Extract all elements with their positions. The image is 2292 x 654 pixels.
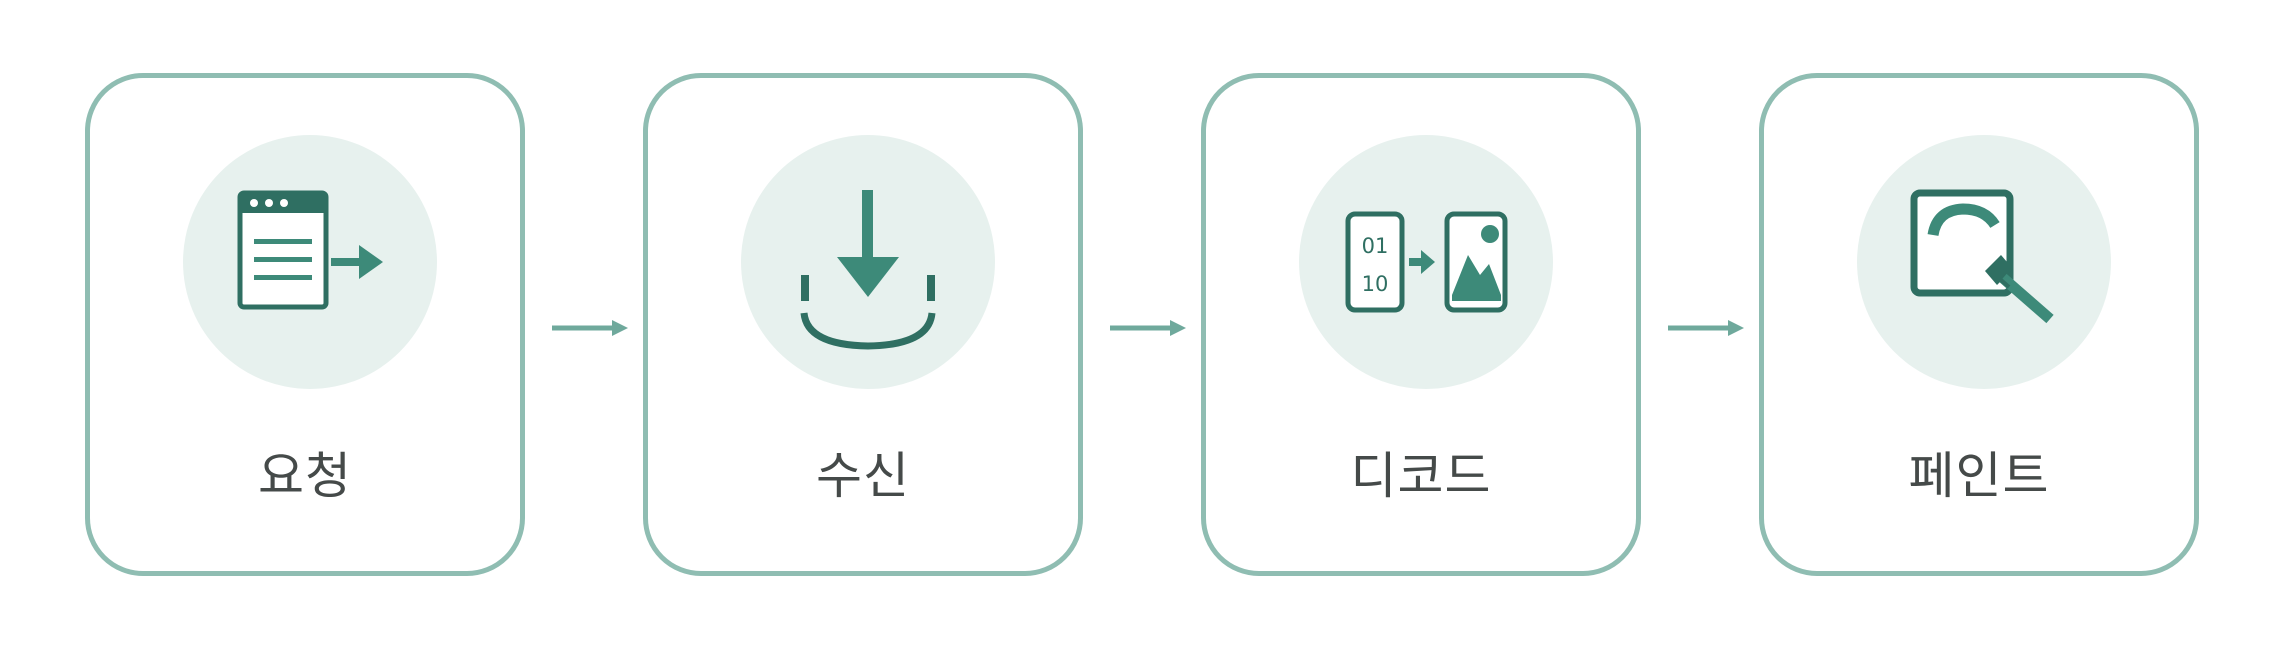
paint-brush-icon (1910, 189, 2054, 324)
step-label-paint: 페인트 (1908, 447, 2050, 505)
step-label-request: 요청 (258, 447, 352, 505)
step-card-decode: 01 10 디코드 (1201, 73, 1641, 576)
binary-to-image-icon: 01 10 (1345, 211, 1508, 313)
flow-arrow-icon (552, 320, 628, 336)
step-card-paint: 페인트 (1759, 73, 2199, 576)
binary-top-text: 01 (1362, 234, 1389, 258)
browser-request-icon (237, 190, 383, 310)
step-card-receive: 수신 (643, 73, 1083, 576)
flow-arrow-icon (1110, 320, 1186, 336)
step-label-receive: 수신 (816, 447, 910, 505)
icon-circle (741, 135, 995, 389)
icon-circle: 01 10 (1299, 135, 1553, 389)
step-card-request: 요청 (85, 73, 525, 576)
icon-circle (1857, 135, 2111, 389)
binary-bottom-text: 10 (1362, 272, 1389, 296)
step-label-decode: 디코드 (1350, 447, 1492, 505)
download-receive-icon (800, 190, 936, 350)
flow-arrow-icon (1668, 320, 1744, 336)
icon-circle (183, 135, 437, 389)
